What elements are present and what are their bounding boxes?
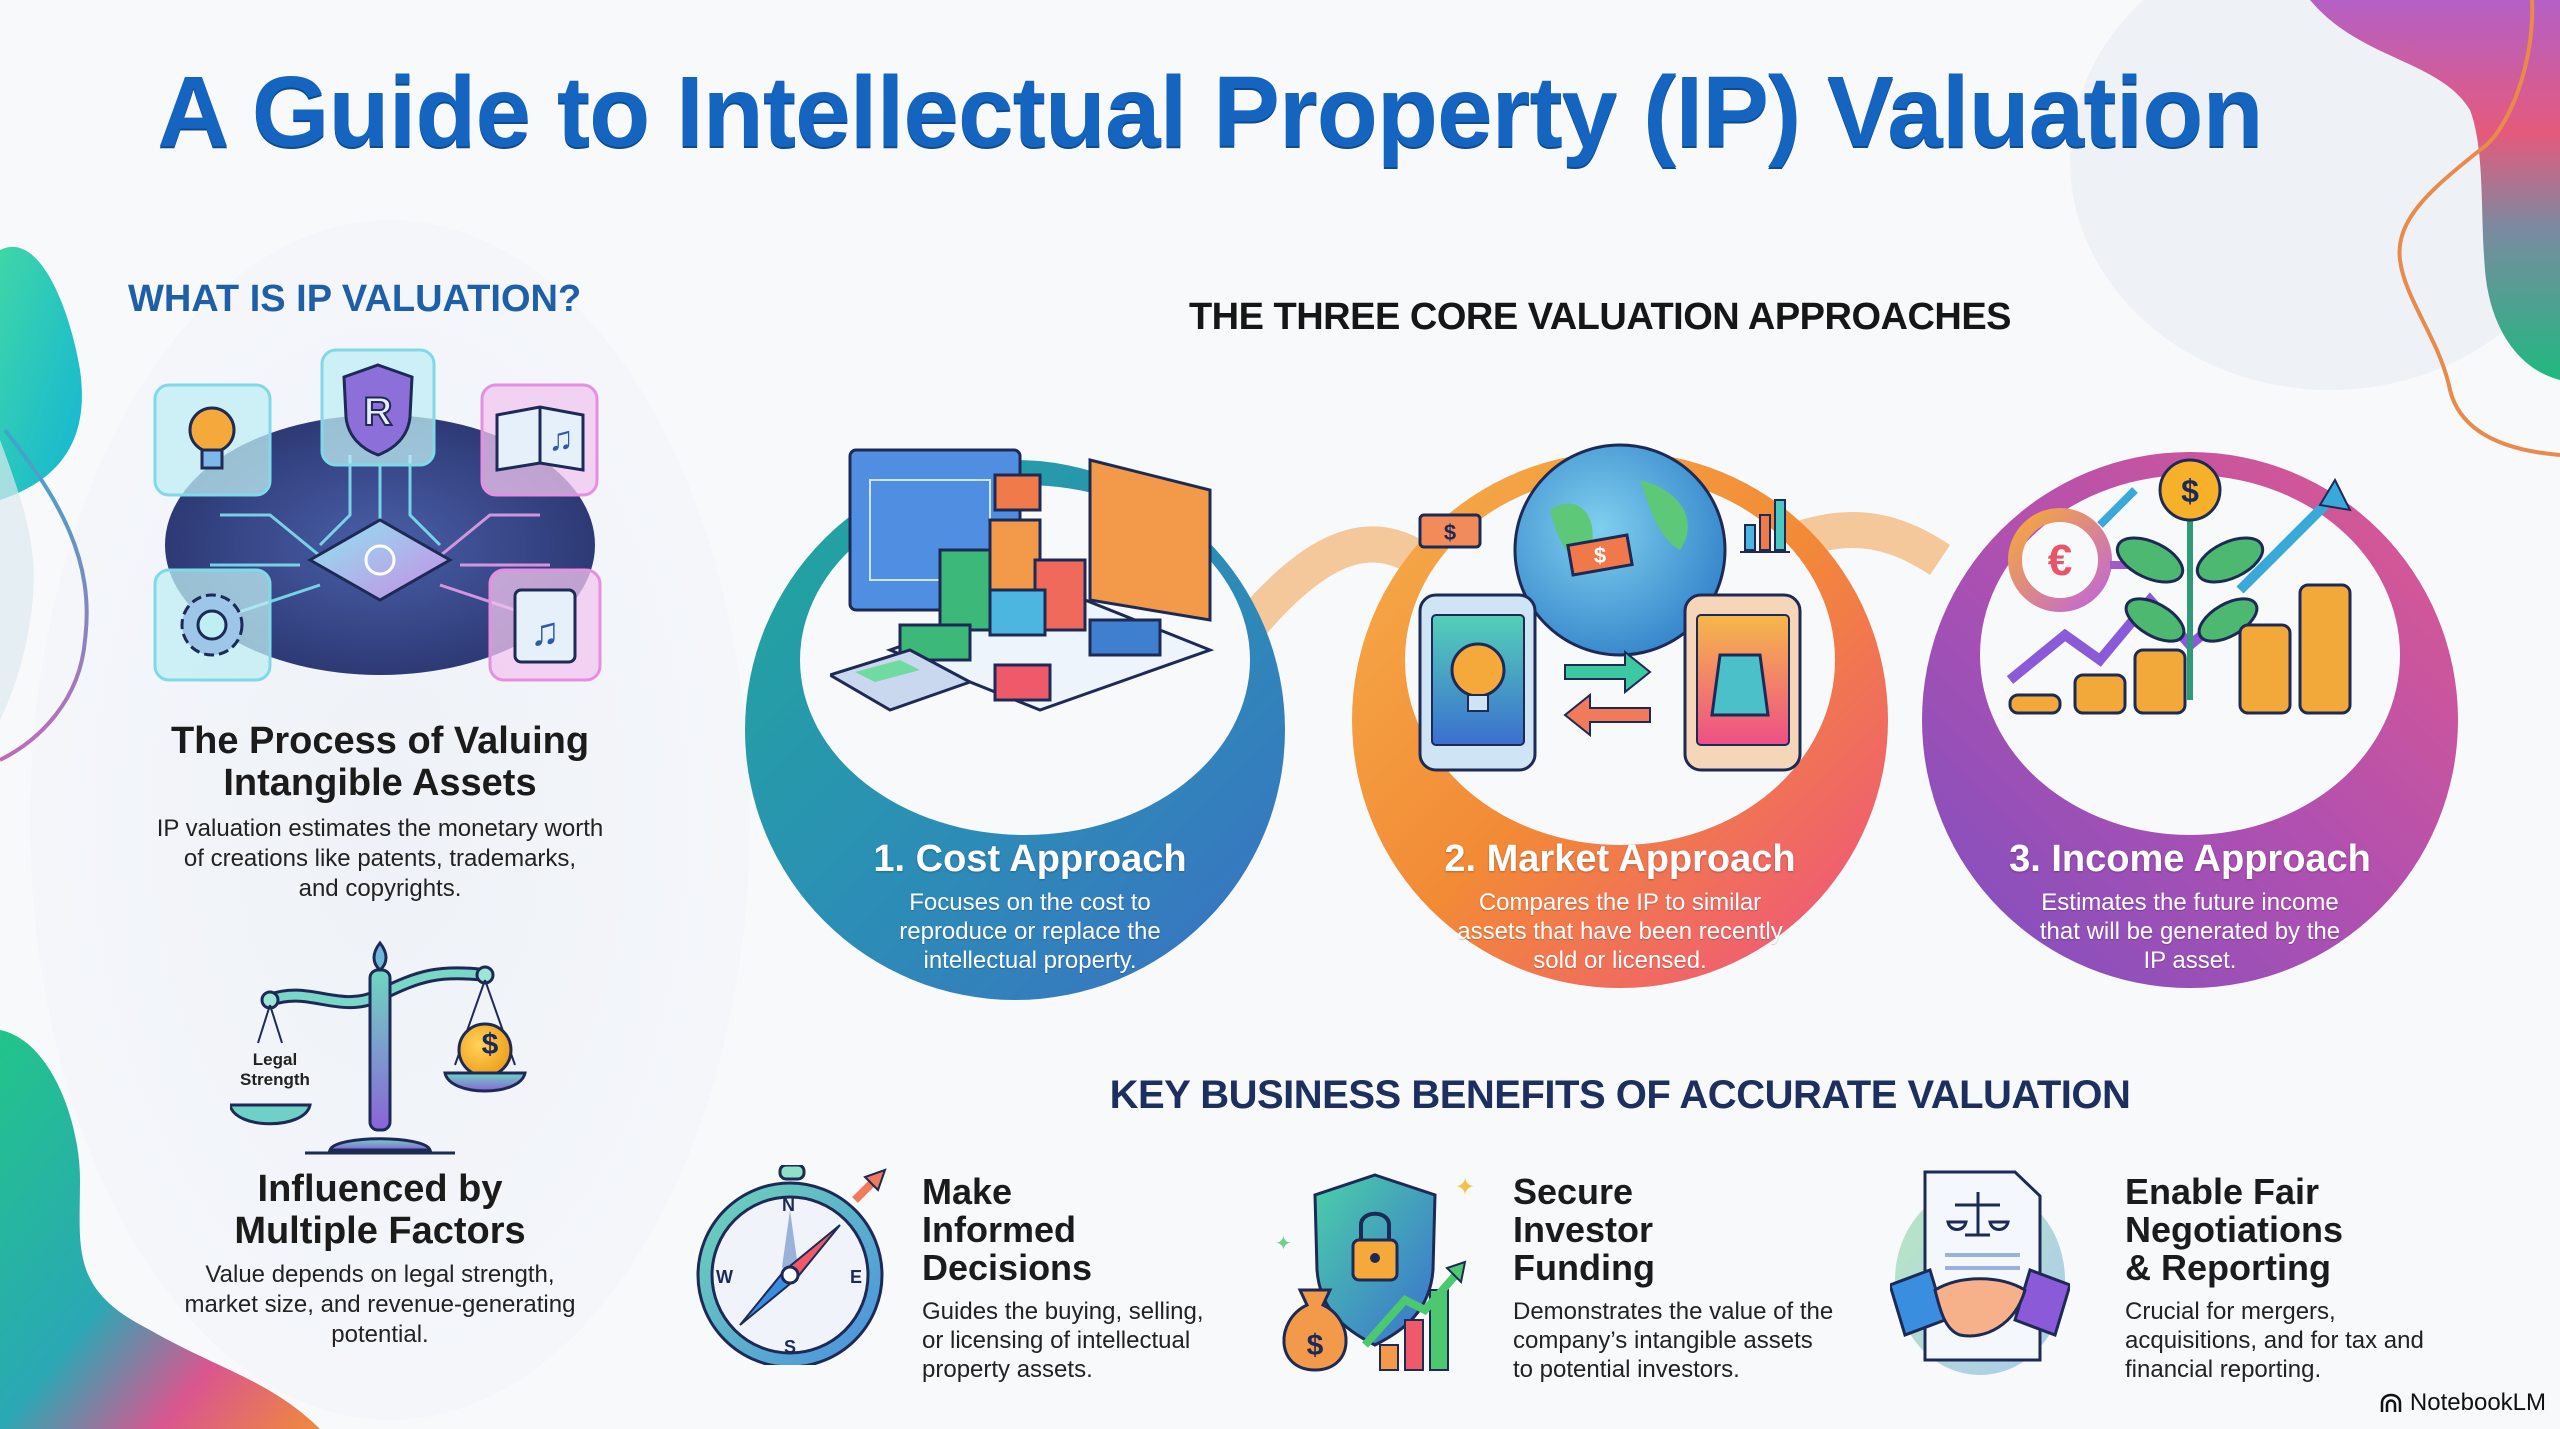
benefit1-desc-line1: Guides the buying, selling,	[922, 1298, 1204, 1325]
benefit1-title-line3: Decisions	[922, 1247, 1093, 1288]
book-music-icon: ♫	[480, 383, 599, 497]
price-tag-icon: $	[1418, 513, 1482, 549]
income-desc-line1: Estimates the future income	[2041, 889, 2339, 916]
benefits-heading: KEY BUSINESS BENEFITS OF ACCURATE VALUAT…	[1109, 1073, 2131, 1117]
svg-text:$: $	[2181, 473, 2199, 509]
music-scroll-icon: ♫	[488, 568, 602, 682]
dollar-coin-symbol: $	[481, 1028, 499, 1061]
svg-text:♫: ♫	[548, 420, 574, 458]
globe-phones-exchange-icon: $ $	[1418, 443, 1802, 772]
svg-text:$: $	[1444, 520, 1456, 545]
cost-approach-title: 1. Cost Approach	[873, 838, 1187, 880]
income-desc-line3: IP asset.	[2143, 947, 2237, 974]
compass-icon	[696, 1165, 887, 1365]
process-desc-line1: IP valuation estimates the monetary wort…	[156, 815, 604, 842]
handshake-document-icon	[1890, 1170, 2070, 1375]
compass-east-label: E	[850, 1267, 863, 1287]
factors-title-line1: Influenced by	[257, 1168, 503, 1210]
svg-text:€: €	[2048, 536, 2072, 585]
justice-scale-icon	[1946, 1192, 2010, 1237]
svg-text:♫: ♫	[530, 610, 560, 654]
svg-text:R: R	[364, 390, 393, 434]
benefit2-desc-line2: company’s intangible assets	[1513, 1327, 1813, 1354]
svg-text:$: $	[1307, 1329, 1324, 1362]
factors-desc-line1: Value depends on legal strength,	[205, 1261, 555, 1288]
shield-lock-moneybag-icon: $ ✦ ✦	[1275, 1173, 1475, 1372]
cost-desc-line1: Focuses on the cost to	[909, 889, 1151, 916]
factors-desc-line3: potential.	[331, 1321, 429, 1348]
balance-scale-illustration	[230, 940, 527, 1155]
svg-text:✦: ✦	[1455, 1174, 1475, 1201]
svg-text:✦: ✦	[1275, 1233, 1292, 1255]
benefit1-title-line2: Informed	[922, 1209, 1077, 1250]
plant-coins-growth-icon: € $	[2006, 458, 2352, 715]
money-bag-icon: $	[1282, 1288, 1348, 1372]
benefit2-desc-line3: to potential investors.	[1513, 1356, 1740, 1383]
market-approach-title: 2. Market Approach	[1444, 838, 1796, 880]
scale-label-line1: Legal	[252, 1050, 298, 1069]
coin-stacks-icon	[2008, 583, 2352, 715]
calculator-icon	[830, 648, 974, 712]
what-is-ip-heading: WHAT IS IP VALUATION?	[128, 278, 582, 320]
benefit2-title-line3: Funding	[1513, 1247, 1655, 1288]
benefit3-title-line3: & Reporting	[2125, 1247, 2331, 1288]
lightbulb-icon	[153, 383, 272, 497]
notebooklm-logo-icon	[2380, 1393, 2402, 1412]
factors-desc-line2: market size, and revenue-generating	[184, 1291, 576, 1318]
scale-label-line2: Strength	[240, 1070, 310, 1089]
process-desc-line3: and copyrights.	[298, 875, 462, 902]
sprout-icon: $	[2115, 458, 2265, 700]
process-title-line2: Intangible Assets	[223, 762, 537, 804]
income-approach-title: 3. Income Approach	[2009, 838, 2371, 880]
benefit2-title-line2: Investor	[1513, 1209, 1654, 1250]
page-title: A Guide to Intellectual Property (IP) Va…	[157, 56, 2263, 168]
gear-icon	[153, 568, 272, 682]
benefit2-desc-line1: Demonstrates the value of the	[1513, 1298, 1834, 1325]
notebooklm-branding: NotebookLM	[2380, 1389, 2546, 1417]
process-title-line1: The Process of Valuing	[170, 720, 590, 762]
chip-icon	[306, 518, 454, 602]
registered-shield-icon: R	[320, 348, 436, 467]
cost-desc-line2: reproduce or replace the	[899, 918, 1161, 945]
exchange-arrows-icon	[1563, 649, 1652, 738]
euro-cycle-icon: €	[2008, 487, 2165, 612]
ip-icon-cluster-illustration: R ♫ ♫	[153, 348, 602, 682]
benefit1-desc-line2: or licensing of intellectual	[922, 1327, 1191, 1354]
income-desc-line2: that will be generated by the	[2039, 918, 2341, 945]
market-desc-line3: sold or licensed.	[1533, 947, 1707, 974]
brand-label: NotebookLM	[2409, 1389, 2546, 1416]
factors-title-line2: Multiple Factors	[234, 1210, 526, 1252]
compass-west-label: W	[716, 1267, 733, 1287]
benefit3-desc-line2: acquisitions, and for tax and	[2125, 1327, 2424, 1354]
blueprint-blocks-calculator-icon	[830, 448, 1215, 712]
phone-lightbulb-icon	[1418, 593, 1537, 772]
process-desc-line2: of creations like patents, trademarks,	[183, 845, 577, 872]
benefit2-title-line1: Secure	[1513, 1171, 1634, 1212]
svg-text:$: $	[1594, 543, 1606, 568]
compass-north-label: N	[782, 1195, 795, 1215]
benefit3-desc-line3: financial reporting.	[2125, 1356, 2322, 1383]
cost-desc-line3: intellectual property.	[923, 947, 1137, 974]
benefit3-title-line1: Enable Fair	[2125, 1171, 2320, 1212]
approaches-heading: THE THREE CORE VALUATION APPROACHES	[1188, 296, 2012, 338]
benefit1-desc-line3: property assets.	[922, 1356, 1093, 1383]
benefit1-title-line1: Make	[922, 1171, 1013, 1212]
compass-south-label: S	[784, 1337, 797, 1357]
phone-price-tag-icon	[1683, 593, 1802, 772]
ticket-dollar-icon: $	[1566, 533, 1634, 577]
rising-bar-chart-icon	[1740, 499, 1790, 553]
benefit3-title-line2: Negotiations	[2125, 1209, 2344, 1250]
market-desc-line1: Compares the IP to similar	[1478, 889, 1762, 916]
benefit3-desc-line1: Crucial for mergers,	[2125, 1298, 2336, 1325]
market-desc-line2: assets that have been recently	[1457, 918, 1783, 945]
